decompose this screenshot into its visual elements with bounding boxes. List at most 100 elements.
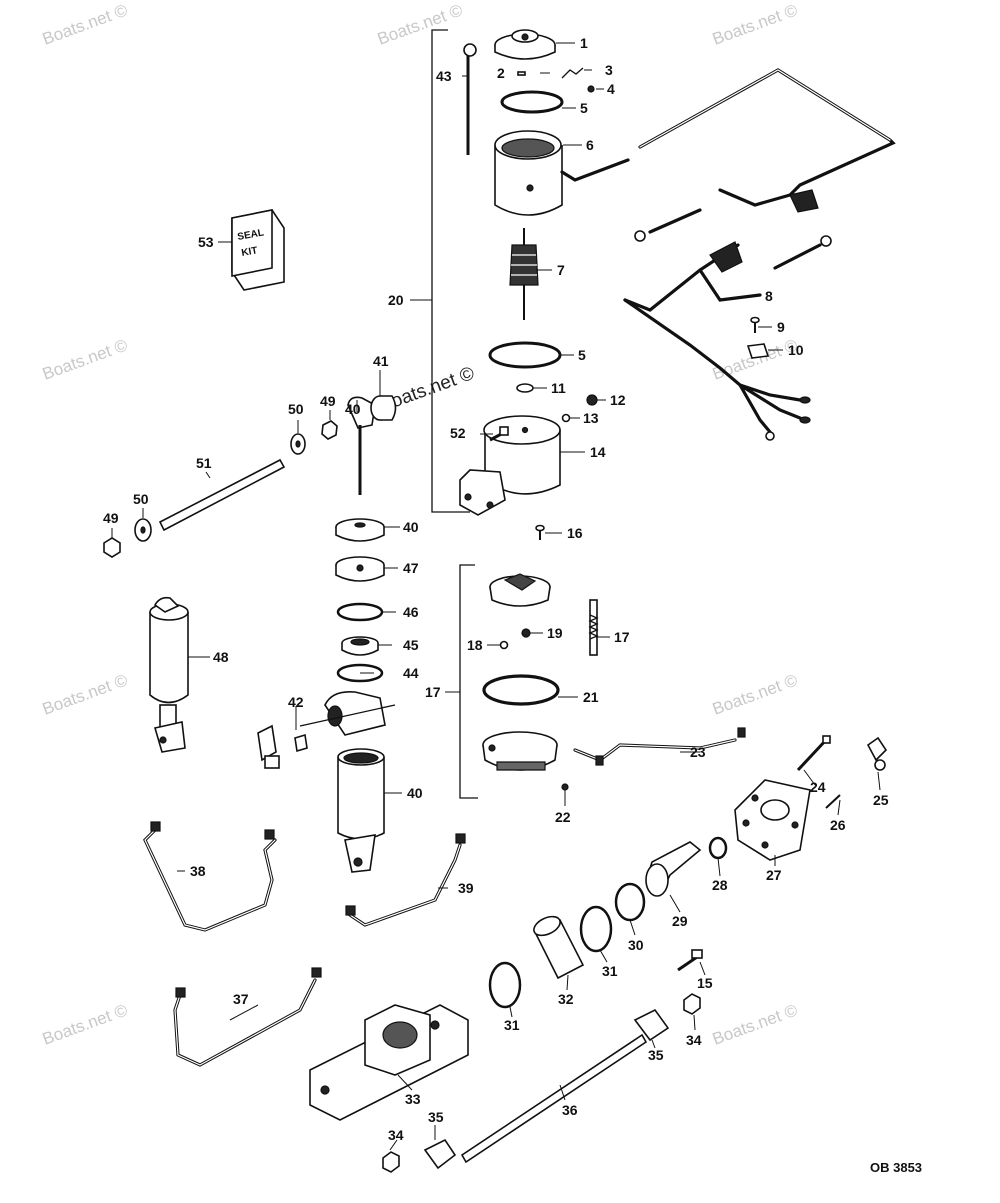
o-ring-28: [708, 836, 728, 860]
label-50-upper: 50: [288, 401, 304, 417]
seal-kit-box: SEAL KIT: [231, 209, 285, 291]
screw-9: [750, 316, 760, 333]
label-19: 19: [547, 625, 563, 641]
valve-body-upper: [489, 573, 551, 607]
label-12: 12: [610, 392, 626, 408]
label-8: 8: [765, 288, 773, 304]
hose-37: [173, 967, 322, 1067]
trim-block-33: [309, 1004, 469, 1121]
bracket-20: [410, 29, 470, 513]
label-17-left: 17: [425, 684, 441, 700]
watermark: Boats.net ©: [710, 335, 801, 383]
label-42: 42: [288, 694, 304, 710]
nut-49-upper: [321, 420, 338, 440]
label-27: 27: [766, 867, 782, 883]
label-46: 46: [403, 604, 419, 620]
washer-50-upper: [290, 433, 306, 455]
screw-26: [825, 794, 841, 809]
label-44: 44: [403, 665, 419, 681]
o-ring-46: [336, 602, 384, 622]
fitting-35-lower: [423, 1138, 457, 1170]
ball-19: [521, 628, 531, 638]
label-35-lower: 35: [428, 1109, 444, 1125]
o-ring-31-right: [579, 905, 613, 953]
bracket-42: [257, 704, 396, 769]
label-34-lower: 34: [388, 1127, 404, 1143]
label-14: 14: [590, 444, 606, 460]
trim-cylinder: [149, 596, 189, 753]
label-4: 4: [607, 81, 615, 97]
label-39: 39: [458, 880, 474, 896]
motor-end-cap: [494, 29, 556, 60]
o-ring-30: [614, 882, 646, 922]
washer-11: [516, 383, 534, 393]
label-37: 37: [233, 991, 249, 1007]
brush-spring: [561, 67, 584, 79]
label-29: 29: [672, 913, 688, 929]
part-number-labels: 1 2 3 4 5 6 7 8 9 10 5 11 12 13 14 16 17…: [103, 35, 889, 1143]
label-48: 48: [213, 649, 229, 665]
label-10: 10: [788, 342, 804, 358]
bolt-52: [489, 426, 509, 442]
bushing-41: [370, 395, 397, 421]
label-1: 1: [580, 35, 588, 51]
leader-lines: [111, 42, 881, 1151]
label-28: 28: [712, 877, 728, 893]
label-31-left: 31: [504, 1017, 520, 1033]
watermark: Boats.net ©: [40, 1000, 131, 1048]
watermark: Boats.net ©: [375, 0, 466, 48]
clip-10: [746, 343, 770, 359]
sleeve-32: [533, 915, 585, 980]
label-31-right: 31: [602, 963, 618, 979]
label-32: 32: [558, 991, 574, 1007]
piston-45: [341, 636, 379, 656]
o-ring-lower: [488, 341, 562, 369]
label-18: 18: [467, 637, 483, 653]
wiring-harness: [623, 68, 896, 441]
nut-34-lower: [382, 1151, 400, 1173]
label-26: 26: [830, 817, 846, 833]
label-5-upper: 5: [580, 100, 588, 116]
piston-47: [335, 556, 385, 582]
manifold-27: [734, 779, 811, 861]
label-49-upper: 49: [320, 393, 336, 409]
pivot-pin-51: [158, 458, 286, 532]
o-ring-31-left: [488, 961, 522, 1009]
label-34-right: 34: [686, 1032, 702, 1048]
watermark: Boats.net ©: [710, 0, 801, 48]
fitting-25: [866, 736, 888, 771]
label-22: 22: [555, 809, 571, 825]
label-20: 20: [388, 292, 404, 308]
label-5-lower: 5: [578, 347, 586, 363]
label-7: 7: [557, 262, 565, 278]
label-51: 51: [196, 455, 212, 471]
label-3: 3: [605, 62, 613, 78]
label-43: 43: [436, 68, 452, 84]
label-36: 36: [562, 1102, 578, 1118]
hose-39: [345, 833, 466, 927]
fitting-15: [677, 949, 703, 972]
label-35-right: 35: [648, 1047, 664, 1063]
label-40-cylinder: 40: [407, 785, 423, 801]
valve-29: [645, 841, 702, 897]
watermark: Boats.net ©: [40, 0, 131, 48]
cap-40: [335, 518, 385, 542]
label-33: 33: [405, 1091, 421, 1107]
ball-18: [499, 640, 509, 650]
label-15: 15: [697, 975, 713, 991]
label-47: 47: [403, 560, 419, 576]
label-24: 24: [810, 779, 826, 795]
label-38: 38: [190, 863, 206, 879]
check-valve-17: [588, 599, 599, 656]
watermarks: Boats.net © Boats.net © Boats.net © Boat…: [40, 0, 801, 1048]
washer-50-lower: [134, 518, 152, 542]
o-ring-13: [561, 413, 571, 423]
brush: [517, 71, 526, 76]
label-49-lower: 49: [103, 510, 119, 526]
label-41: 41: [373, 353, 389, 369]
hose-23: [573, 727, 746, 766]
label-11: 11: [551, 380, 566, 396]
through-bolt: [463, 43, 477, 155]
label-2: 2: [497, 65, 505, 81]
